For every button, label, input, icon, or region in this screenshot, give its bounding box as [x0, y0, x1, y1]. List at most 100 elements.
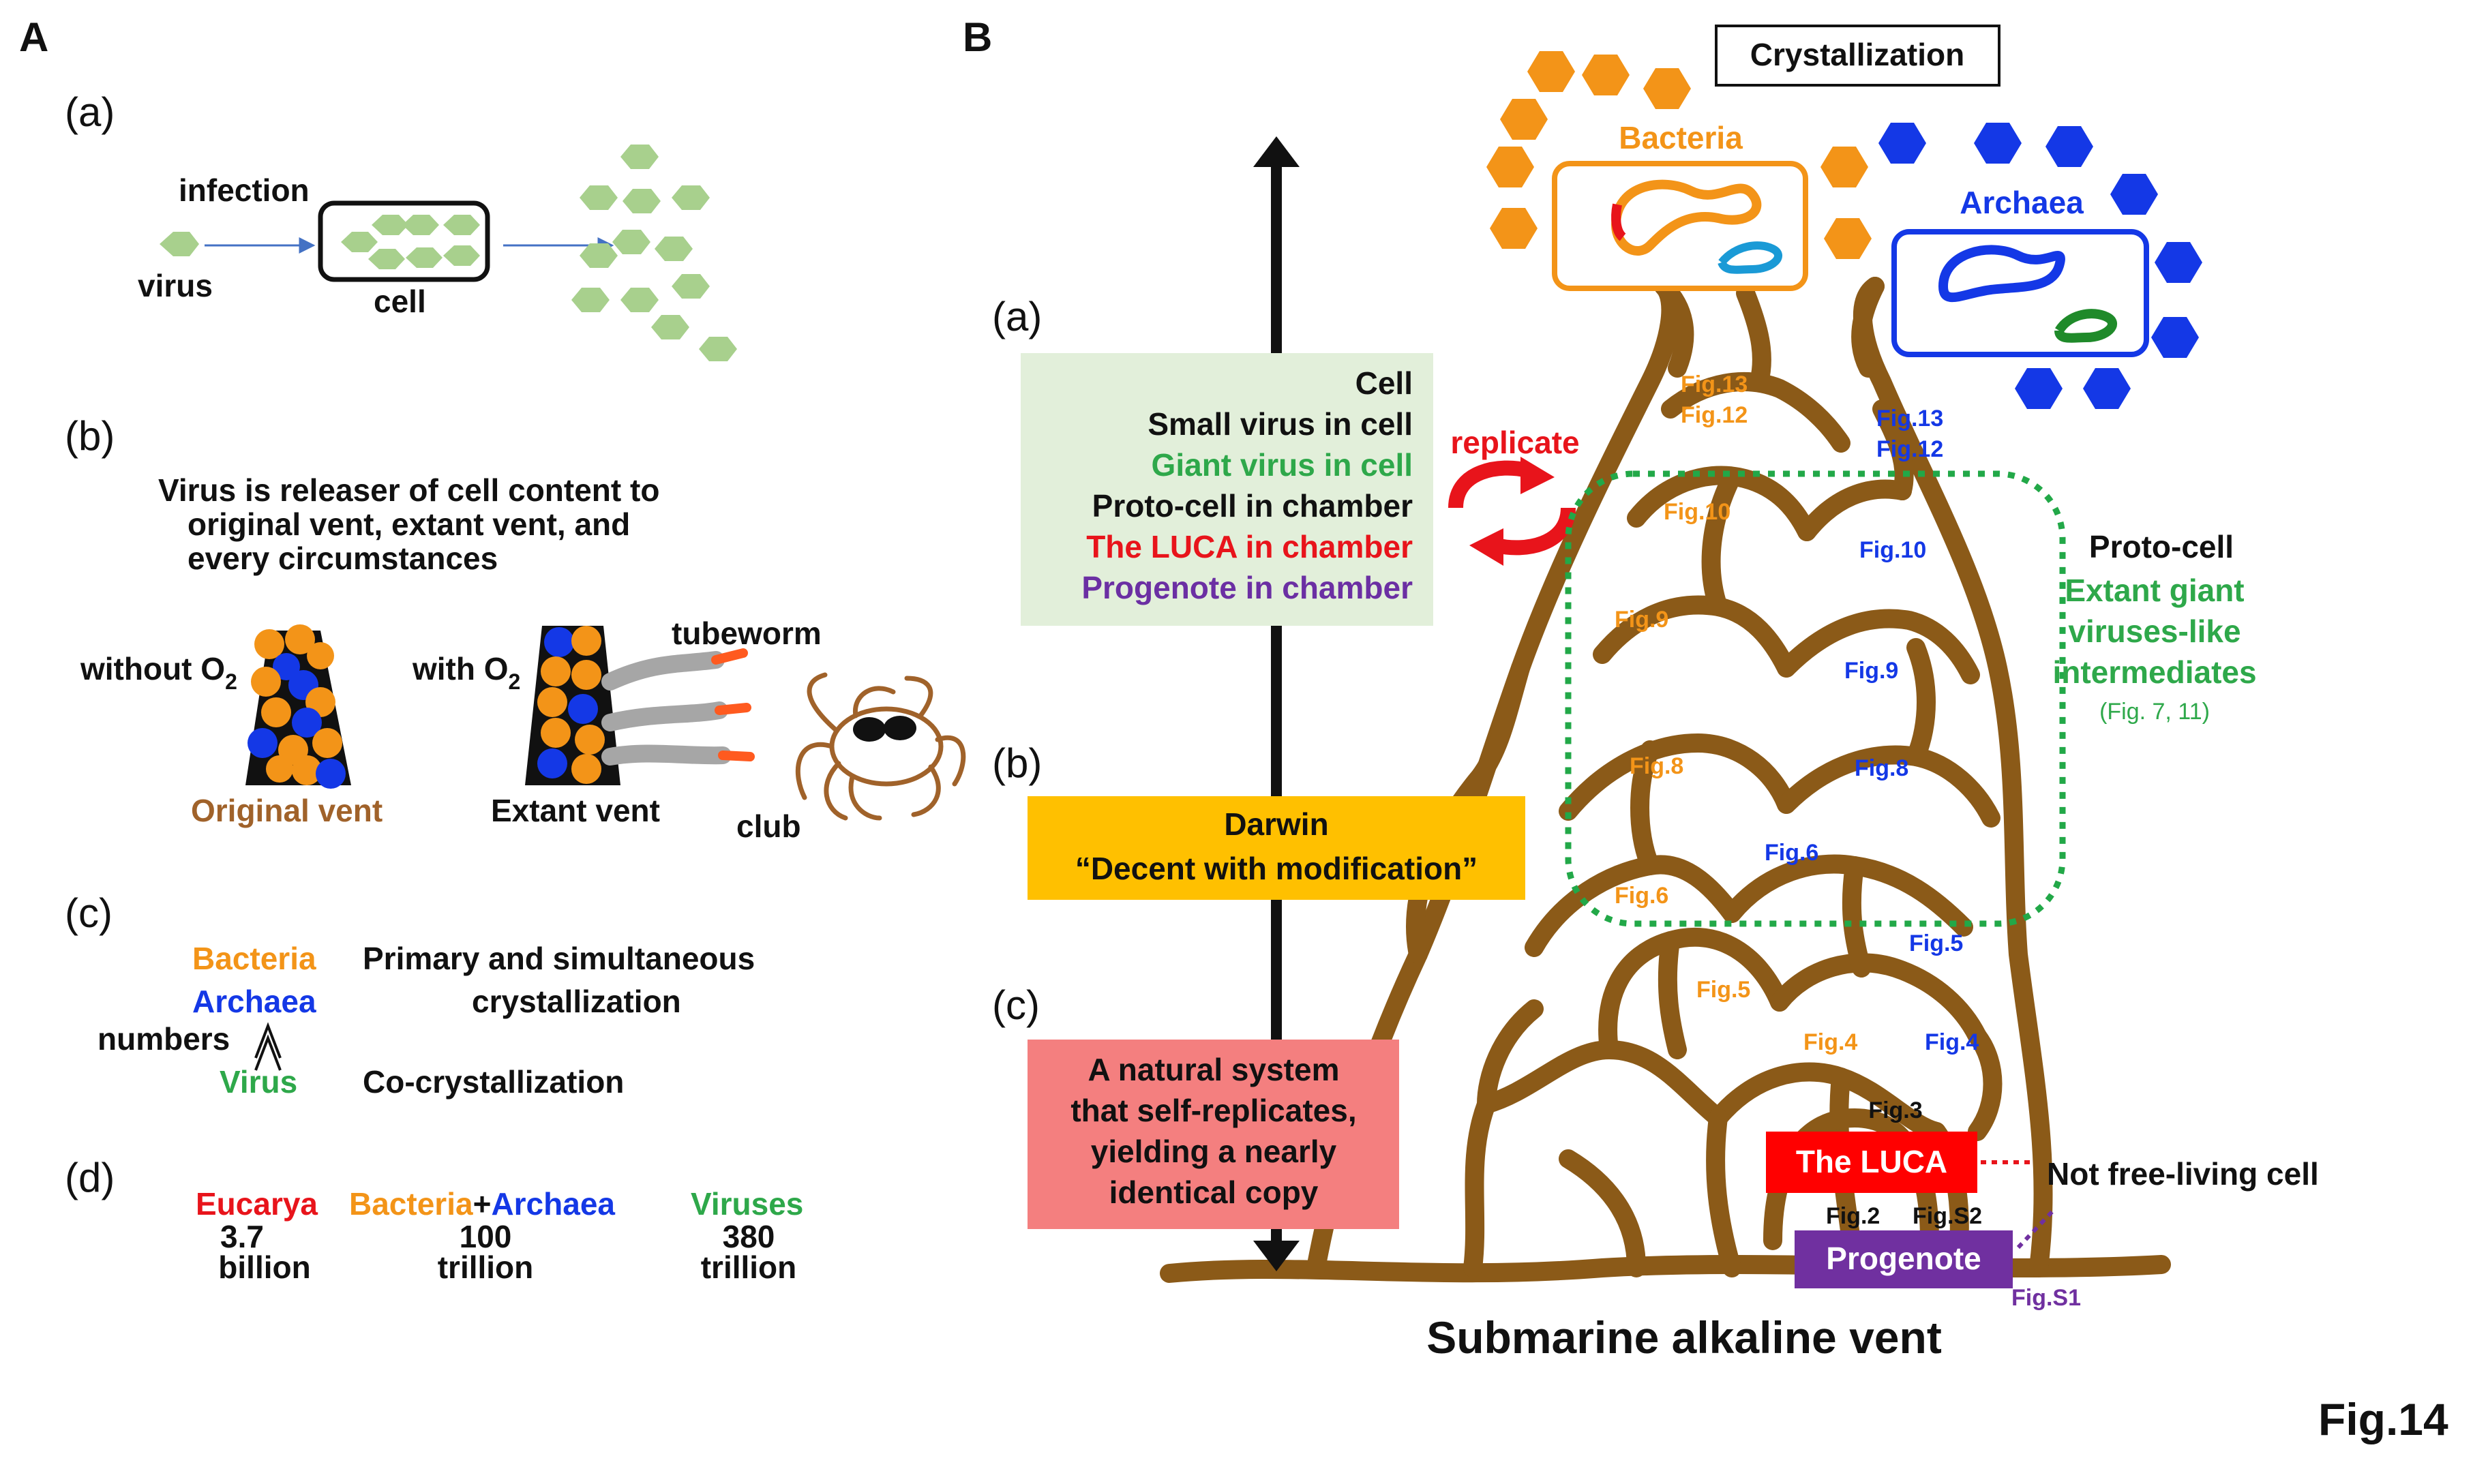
d-eucarya-label: Eucarya — [196, 1186, 318, 1222]
natural-system-line: yielding a nearly — [1091, 1134, 1337, 1169]
c-virus-label: Virus — [220, 1064, 297, 1100]
original-vent-label: Original vent — [191, 793, 383, 828]
crab-drawing — [795, 672, 966, 821]
bacteria-dna — [1611, 179, 1762, 256]
archaea-dna — [1938, 245, 2065, 303]
archaea-virus-hexagons — [1878, 123, 2202, 409]
extant-vent-particles — [537, 626, 605, 784]
infection-label: infection — [179, 172, 310, 208]
giant-line2: viruses-like — [2068, 614, 2240, 649]
natural-system-box — [1028, 1040, 1399, 1229]
natural-system-line: that self-replicates, — [1070, 1093, 1356, 1128]
replicate-arrowhead-bottom — [1469, 528, 1503, 566]
replicate-label: replicate — [1450, 425, 1579, 460]
fig2-label: Fig.2 — [1826, 1203, 1880, 1229]
progenote-label: Progenote — [1826, 1241, 1981, 1276]
c-bacteria-label: Bacteria — [192, 941, 316, 976]
fig13-blue: Fig.13 — [1876, 406, 1943, 431]
stage-c-label: (c) — [992, 982, 1040, 1028]
fig4-blue: Fig.4 — [1925, 1029, 1979, 1055]
fig8-orange: Fig.8 — [1630, 753, 1683, 779]
fig6-orange: Fig.6 — [1615, 883, 1668, 909]
fig12-blue: Fig.12 — [1876, 436, 1943, 462]
stage-a-line: Small virus in cell — [1148, 406, 1413, 442]
bacteria-virus-hexagons — [1486, 51, 1872, 259]
giant-line1: Extant giant — [2065, 573, 2244, 608]
fig5-orange: Fig.5 — [1696, 977, 1750, 1003]
stage-a-box — [1021, 353, 1433, 626]
bacteria-label: Bacteria — [1619, 120, 1743, 155]
cell-box — [318, 200, 490, 282]
fig8-blue: Fig.8 — [1855, 755, 1908, 781]
fig10-blue: Fig.10 — [1859, 537, 1926, 563]
progenote-connector — [2016, 1206, 2058, 1250]
vent-title: Submarine alkaline vent — [1426, 1312, 1942, 1363]
virus-hexagon — [160, 232, 199, 256]
tubeworm-label: tubeworm — [672, 616, 822, 651]
d-bacteria-archaea-label: Bacteria+Archaea — [349, 1186, 615, 1222]
fig5-blue: Fig.5 — [1909, 930, 1963, 956]
d-ba-unit: trillion — [438, 1250, 534, 1285]
crystallization-label: Crystallization — [1750, 37, 1964, 72]
releaser-line1: Virus is releaser of cell content to — [158, 472, 659, 508]
luca-label: The LUCA — [1796, 1144, 1947, 1179]
panel-a-label: A — [19, 14, 48, 60]
fig13-orange: Fig.13 — [1681, 372, 1748, 397]
c-archaea-label: Archaea — [192, 984, 316, 1019]
tubeworm-drawings — [601, 648, 755, 766]
darwin-box — [1028, 796, 1525, 900]
stage-a-line: The LUCA in chamber — [1086, 529, 1413, 564]
sub-c-label: (c) — [65, 890, 113, 936]
natural-system-lines: A natural system that self-replicates, yie… — [1070, 1052, 1356, 1210]
stage-a-line: Proto-cell in chamber — [1092, 488, 1413, 524]
with-o2-label: with O2 — [412, 651, 520, 694]
cell-label: cell — [374, 284, 426, 319]
stage-a-line: Giant virus in cell — [1152, 447, 1413, 483]
fig6-blue: Fig.6 — [1765, 840, 1818, 866]
natural-system-line: identical copy — [1109, 1175, 1319, 1210]
d-viruses-label: Viruses — [691, 1186, 803, 1222]
sub-d-label: (d) — [65, 1155, 115, 1200]
fig12-orange: Fig.12 — [1681, 402, 1748, 428]
original-vent-particles — [248, 624, 346, 789]
natural-system-line: A natural system — [1088, 1052, 1340, 1087]
fig9-orange: Fig.9 — [1615, 607, 1668, 633]
stage-a-line: Cell — [1355, 365, 1413, 401]
extant-vent-label: Extant vent — [491, 793, 660, 828]
bacteria-dna-red — [1611, 203, 1627, 241]
stage-a-label: (a) — [992, 294, 1042, 339]
released-viruses — [571, 145, 737, 361]
panel-b-label: B — [963, 14, 992, 60]
d-ba-number: 100 — [460, 1219, 512, 1254]
primary-crystallization-line1: Primary and simultaneous — [363, 941, 755, 976]
releaser-line3: every circumstances — [188, 541, 498, 576]
d-viruses-unit: trillion — [701, 1250, 797, 1285]
not-free-living-label: Not free-living cell — [2047, 1156, 2319, 1192]
fig3-label: Fig.3 — [1868, 1097, 1922, 1123]
replicate-arrowhead-top — [1520, 457, 1555, 494]
darwin-line2: “Decent with modification” — [1075, 851, 1478, 886]
sub-b-label: (b) — [65, 413, 115, 459]
stage-b-label: (b) — [992, 740, 1042, 786]
figS1-label: Fig.S1 — [2011, 1285, 2081, 1311]
fig-labels-blue: Fig.13 Fig.12 Fig.10 Fig.9 Fig.8 Fig.6 F… — [1765, 406, 1979, 1055]
giant-line3: intermediates — [2052, 654, 2256, 690]
club-label: club — [736, 808, 801, 844]
viruses-in-cell — [341, 215, 480, 269]
co-crystallization-label: Co-crystallization — [363, 1064, 624, 1100]
luca-box — [1766, 1132, 1977, 1193]
giant-ref: (Fig. 7, 11) — [2099, 699, 2210, 725]
archaea-plasmid — [2054, 309, 2117, 343]
d-eucarya-number: 3.7 — [220, 1219, 264, 1254]
d-viruses-number: 380 — [723, 1219, 775, 1254]
c-numbers-label: numbers — [98, 1021, 230, 1057]
d-eucarya-unit: billion — [218, 1250, 310, 1285]
without-o2-label: without O2 — [80, 651, 237, 694]
progenote-box — [1795, 1230, 2013, 1288]
proto-cell-boundary — [1565, 470, 2066, 927]
darwin-line1: Darwin — [1224, 806, 1328, 842]
primary-crystallization-line2: crystallization — [472, 984, 681, 1019]
bacteria-plasmid — [1718, 241, 1782, 274]
